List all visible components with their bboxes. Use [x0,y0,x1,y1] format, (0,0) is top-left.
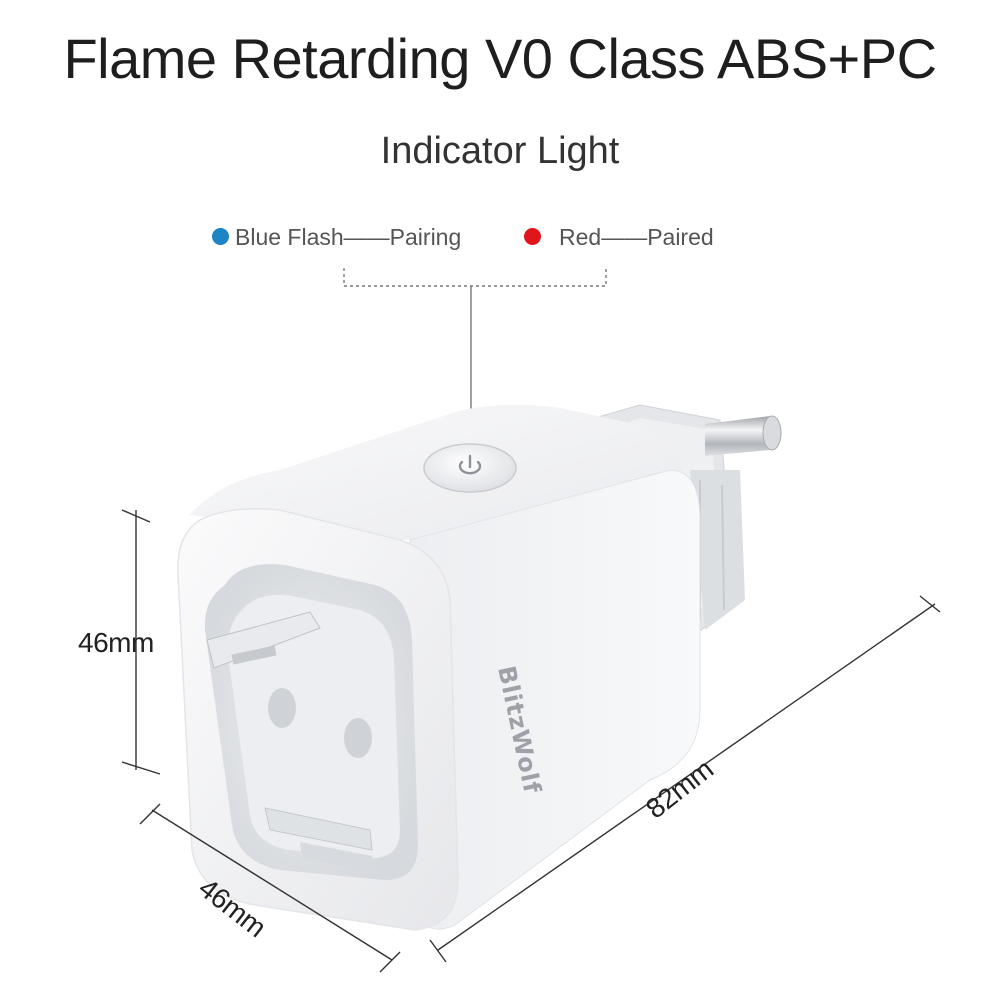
dimension-lines [121,509,941,973]
earth-clip-bottom-lower [300,842,374,872]
power-icon [458,454,482,475]
red-dot-icon [524,228,541,246]
page-title: Flame Retarding V0 Class ABS+PC [63,27,937,90]
power-button[interactable] [423,443,517,493]
legend-blue-label: Blue Flash——Pairing [235,224,462,250]
earth-clip-bottom [264,807,373,851]
socket-hole-left [268,688,296,728]
legend-blue-flash: Blue Flash——Pairing [212,224,461,251]
socket-inner [227,594,400,858]
socket-hole-right [344,718,372,758]
dimension-height-label: 46mm [78,627,154,658]
legend-red-label: Red——Paired [559,224,714,250]
earth-clip-top-slot [231,645,277,665]
indicator-light-heading: Indicator Light [380,130,620,172]
plug-pin [705,415,782,456]
blue-dot-icon [212,228,229,246]
legend-red: Red——Paired [524,224,714,251]
